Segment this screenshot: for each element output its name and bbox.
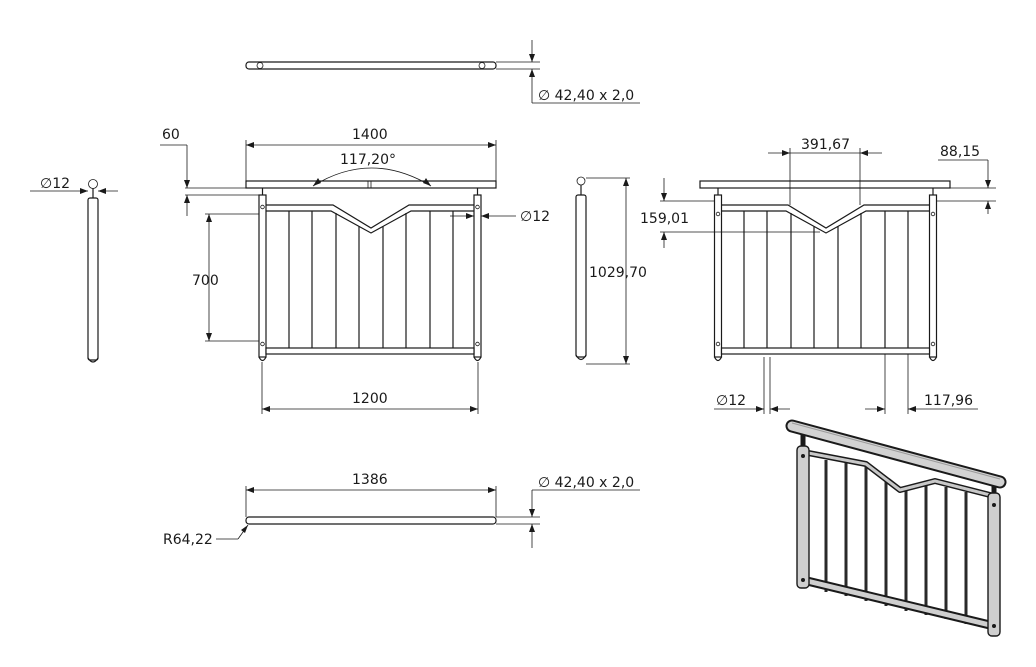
radius-label: R64,22 (163, 532, 213, 548)
handrail-top-view: ∅ 42,40 x 2,0 (245, 40, 640, 104)
handrail-length-label: 1386 (352, 472, 388, 488)
overall-width-label: 1400 (352, 127, 388, 143)
bottom-post-dia-label: ∅12 (716, 393, 746, 409)
infill-height-label: 700 (192, 273, 219, 289)
post-dia-mid-label: ∅12 (520, 209, 550, 225)
spacing-label: 117,96 (924, 393, 973, 409)
overhang-label: 88,15 (940, 144, 980, 160)
offset-60-label: 60 (162, 127, 180, 143)
side-post-view-middle: 1029,70 (575, 176, 647, 365)
front-elevation: 1400 117,20° 60 700 ∅12 1200 (160, 127, 550, 414)
handrail-bottom-dia-label: ∅ 42,40 x 2,0 (538, 475, 634, 491)
side-post-view-left: ∅12 (30, 176, 118, 363)
v-depth-label: 159,01 (640, 211, 689, 227)
total-height-label: 1029,70 (589, 265, 647, 281)
angle-label: 117,20° (340, 152, 396, 168)
handrail-top-dia-label: ∅ 42,40 x 2,0 (538, 88, 634, 104)
right-elevation: 391,67 88,15 159,01 ∅12 117,96 (640, 137, 996, 414)
bottom-width-label: 1200 (352, 391, 388, 407)
handrail-bottom-view: 1386 ∅ 42,40 x 2,0 R64,22 (163, 472, 640, 548)
post-dia-left-label: ∅12 (40, 176, 70, 192)
v-width-label: 391,67 (801, 137, 850, 153)
isometric-view (785, 419, 1007, 637)
